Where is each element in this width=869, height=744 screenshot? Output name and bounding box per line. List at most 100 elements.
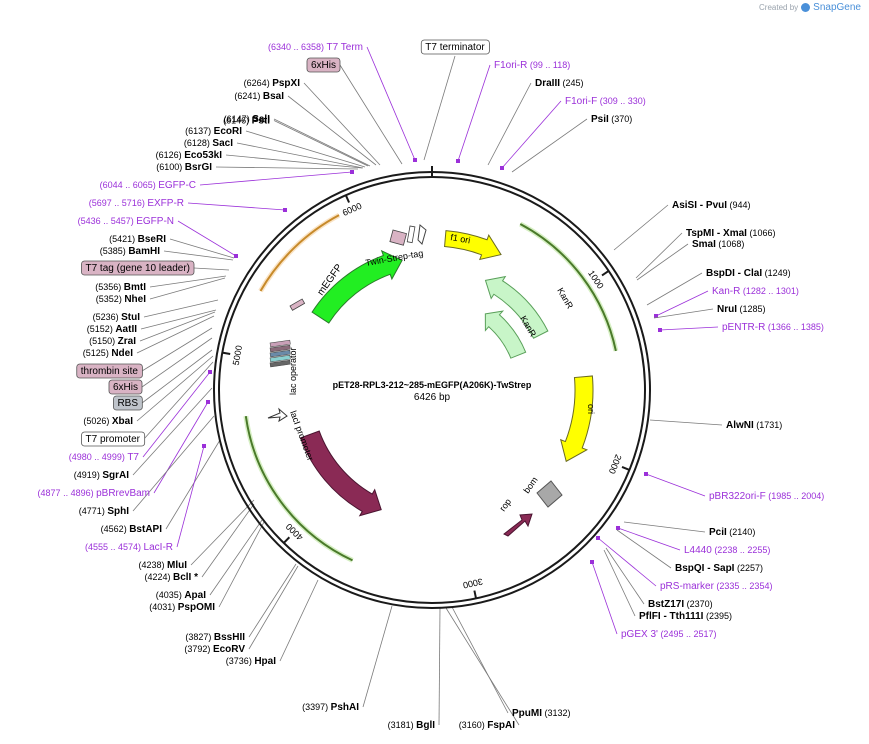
primer-name-64: pGEX 3' [621,629,658,640]
tick-6000 [344,194,350,203]
primer-mark-11 [283,208,287,212]
primer-range-57: (1985 .. 2004) [766,491,825,501]
primer-name-61: pRS-marker [660,581,715,592]
feature-label-lac-operator: lac operator [288,347,298,395]
label-pbr322ori-f-57: pBR322ori-F (1985 .. 2004) [709,491,824,502]
site-name-8: Eco53kI [184,150,222,161]
leader-bamhi-14 [163,250,234,261]
site-position-51: (1068) [716,239,745,249]
leader-t7-tag-gene-10-leader-15 [193,267,230,271]
leader-sali-4 [273,118,371,167]
site-name-38: EcoRV [213,644,245,655]
feature-twin-strep-box [389,229,408,246]
label-alwni-56: AlwNI (1731) [726,420,782,431]
label-pspxi-2: (6264) PspXI [244,78,301,89]
site-name-30: SphI [107,506,129,517]
primer-range-10: (6044 .. 6065) [100,180,159,190]
primer-name-59: L4440 [684,545,712,556]
site-position-60: (2257) [734,563,763,573]
leader-bstapi-31 [165,439,221,530]
site-position-50: (1066) [747,228,776,238]
label-bsai-3: (6241) BsaI [234,91,284,102]
leader-thrombin-site-22 [141,327,213,372]
site-name-48: PsiI [591,114,609,125]
site-position-28: (4919) [74,470,103,480]
leader-6xhis-23 [141,337,213,388]
leader-psii-48 [511,118,588,173]
leader-bsrgi-9 [215,166,359,170]
leader-nrui-54 [653,308,714,319]
label-ecori-6: (6137) EcoRI [185,126,242,137]
primer-range-59: (2238 .. 2255) [712,545,771,555]
site-position-36: (4031) [149,602,178,612]
leader-bspdi-clai-52 [646,272,703,306]
site-name-28: SgrAI [102,470,129,481]
site-position-2: (6264) [244,78,273,88]
label-box-t7-tag-gene-10-leader-15 [81,260,195,276]
primer-mark-55 [658,328,662,332]
label-pshai-40: (3397) PshAI [302,702,359,713]
leader-laci-r-32 [176,445,205,548]
feature-egfp-long-arc [259,214,340,292]
feature-label-rop: rop [497,497,513,513]
site-name-50: TspMI - XmaI [686,228,747,239]
label-fspai-42: (3160) FspAI [459,720,516,731]
feature-kan-outer-arc [519,223,617,352]
site-position-54: (1285) [737,304,766,314]
label-box-t7-promoter-26 [81,431,146,447]
primer-mark-27 [208,370,212,374]
site-name-62: BstZ17I [648,599,684,610]
site-position-40: (3397) [302,702,331,712]
site-position-62: (2370) [684,599,713,609]
label-pentr-r-55: pENTR-R (1366 .. 1385) [722,322,824,333]
primer-mark-64 [590,560,594,564]
leader-hpai-39 [279,579,319,662]
label-t7-terminator-44: T7 terminator [425,42,485,53]
label-stui-18: (5236) StuI [93,312,141,323]
label-sali-4: (6147) SalI [224,114,271,125]
site-position-52: (1249) [762,268,791,278]
site-name-46: DraIII [535,78,560,89]
primer-mark-57 [644,472,648,476]
leader-bspqi-sapi-60 [616,529,672,569]
tick-label-2000: 2000 [607,453,624,475]
label-draiii-46: DraIII (245) [535,78,584,89]
feature-rop-arrow [503,513,533,537]
primer-name-57: pBR322ori-F [709,491,766,502]
site-name-33: MluI [167,560,187,571]
label-pspomi-36: (4031) PspOMI [149,602,215,613]
site-name-35: ApaI [184,590,206,601]
credit-brand: SnapGene [813,2,861,13]
leader-eco53ki-8 [225,154,363,169]
primer-range-29: (4877 .. 4896) [38,488,97,498]
label-pflfi-tth111i-63: PflFI - Tth111I (2395) [639,611,732,622]
leader-pentr-r-55 [659,326,719,331]
site-position-8: (6126) [156,150,185,160]
label-aatii-19: (5152) AatII [87,324,137,335]
primer-mark-10 [350,170,354,174]
leader-pshai-40 [362,605,393,708]
leader-xbai-25 [136,355,214,422]
feature-t7-terminator-mark [417,224,427,245]
label-bsrgi-9: (6100) BsrGI [156,162,212,173]
feature-label-bom: bom [521,475,539,495]
primer-mark-59 [616,526,620,530]
leader-saci-7 [236,142,364,169]
primer-name-32: LacI-R [144,542,173,553]
site-position-14: (5385) [100,246,129,256]
site-name-2: PspXI [272,78,300,89]
credit-watermark: Created by SnapGene [759,2,861,13]
label-hpai-39: (3736) HpaI [226,656,276,667]
site-position-39: (3736) [226,656,255,666]
site-name-49: AsiSI - PvuI [672,200,727,211]
label-bspqi-sapi-60: BspQI - SapI (2257) [675,563,763,574]
snapgene-logo-icon [801,3,811,12]
feature-label-kanr-1: KanR [555,286,575,311]
primer-range-0: (6340 .. 6358) [268,42,327,52]
site-position-25: (5026) [83,416,112,426]
leader-egfp-c-10 [199,171,353,186]
site-name-14: BamHI [128,246,160,257]
label-pcii-58: PciI (2140) [709,527,755,538]
plasmid-length: 6426 bp [414,392,451,403]
